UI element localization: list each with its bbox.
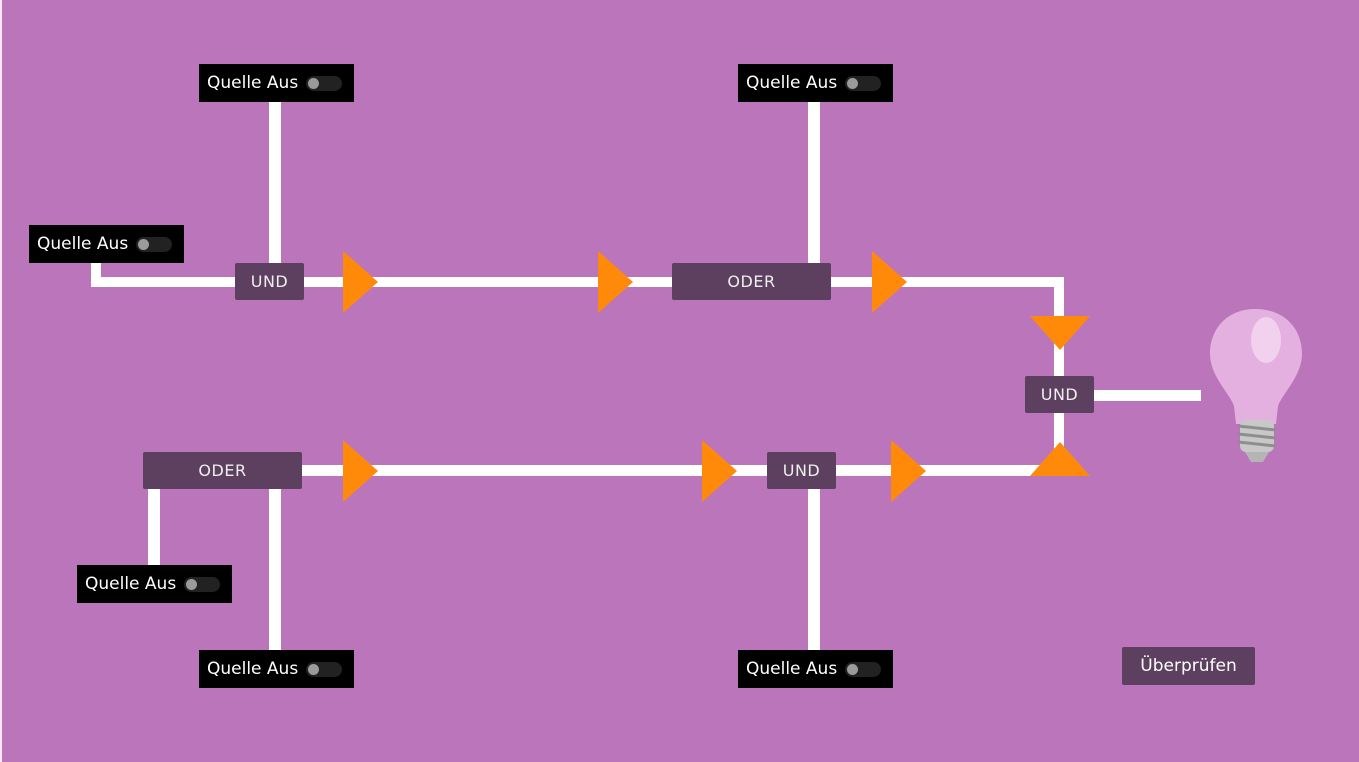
- signal-arrow-icon: [702, 440, 737, 502]
- wire: [808, 100, 820, 266]
- gate-label: ODER: [727, 272, 776, 291]
- gate-label: UND: [250, 272, 289, 291]
- gate-label: UND: [782, 461, 821, 480]
- check-button[interactable]: Überprüfen: [1122, 647, 1255, 685]
- signal-arrow-icon: [1030, 316, 1090, 350]
- source-label: Quelle Aus: [207, 73, 299, 93]
- toggle-switch-icon[interactable]: [306, 661, 343, 677]
- wire: [303, 277, 675, 287]
- wire: [835, 465, 1064, 476]
- toggle-switch-icon[interactable]: [136, 236, 173, 252]
- source-switch[interactable]: Quelle Aus: [77, 565, 232, 603]
- signal-arrow-icon: [891, 440, 926, 502]
- source-switch[interactable]: Quelle Aus: [199, 650, 354, 688]
- toggle-switch-icon[interactable]: [845, 661, 882, 677]
- wire: [148, 488, 160, 566]
- wire: [269, 100, 281, 266]
- source-label: Quelle Aus: [37, 234, 129, 254]
- signal-arrow-icon: [343, 251, 378, 313]
- signal-arrow-icon: [343, 440, 378, 502]
- signal-arrow-icon: [1030, 442, 1090, 476]
- gate-oder: ODER: [143, 452, 302, 489]
- wire: [830, 277, 1064, 287]
- gate-und: UND: [235, 263, 304, 300]
- source-label: Quelle Aus: [85, 574, 177, 594]
- wire: [808, 488, 820, 653]
- source-label: Quelle Aus: [207, 659, 299, 679]
- gate-und: UND: [1025, 376, 1094, 413]
- source-switch[interactable]: Quelle Aus: [738, 650, 893, 688]
- source-switch[interactable]: Quelle Aus: [199, 64, 354, 102]
- gate-und: UND: [767, 452, 836, 489]
- wire: [1054, 412, 1064, 470]
- gate-oder: ODER: [672, 263, 831, 300]
- toggle-switch-icon[interactable]: [845, 75, 882, 91]
- wire: [269, 488, 281, 653]
- source-switch[interactable]: Quelle Aus: [29, 225, 184, 263]
- gate-label: ODER: [198, 461, 247, 480]
- wire: [302, 465, 769, 476]
- check-button-label: Überprüfen: [1140, 656, 1237, 676]
- wire: [91, 263, 101, 287]
- toggle-switch-icon[interactable]: [306, 75, 343, 91]
- toggle-switch-icon[interactable]: [184, 576, 221, 592]
- light-bulb-icon: [1210, 309, 1302, 462]
- source-label: Quelle Aus: [746, 73, 838, 93]
- gate-label: UND: [1040, 385, 1079, 404]
- source-label: Quelle Aus: [746, 659, 838, 679]
- source-switch[interactable]: Quelle Aus: [738, 64, 893, 102]
- wire: [1093, 390, 1201, 401]
- signal-arrow-icon: [598, 251, 633, 313]
- signal-arrow-icon: [872, 251, 907, 313]
- wire: [91, 277, 241, 287]
- left-border: [0, 0, 2, 762]
